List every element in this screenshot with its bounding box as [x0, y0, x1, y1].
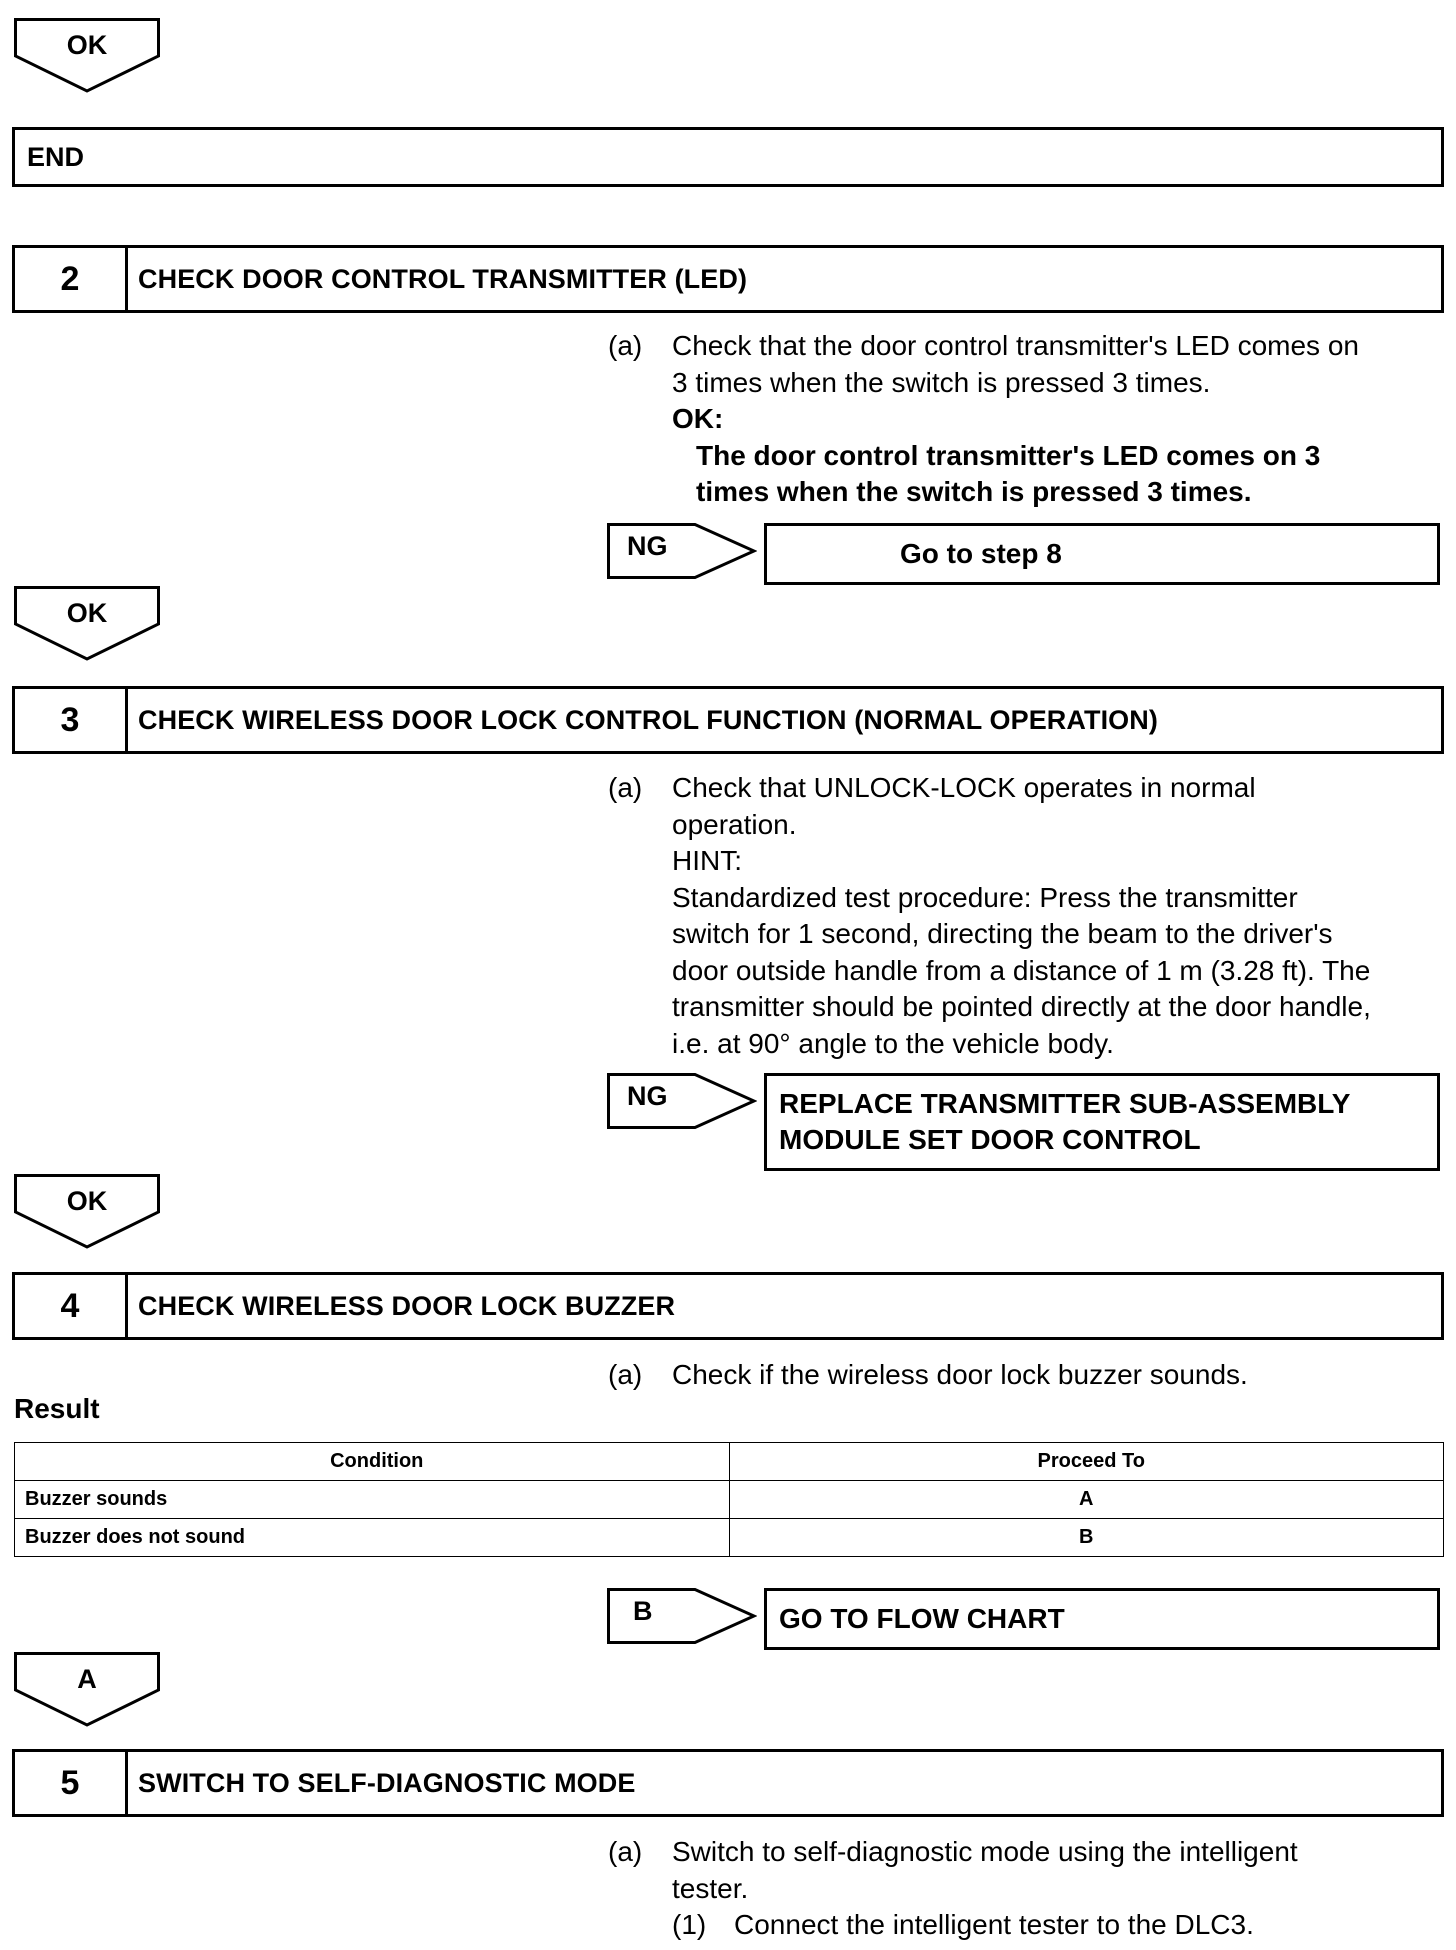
ok-result-arrow: OK — [14, 1174, 160, 1249]
instruction-line: tester. — [672, 1872, 749, 1904]
step-number: 2 — [15, 248, 128, 310]
b-action-text: GO TO FLOW CHART — [779, 1603, 1065, 1634]
ng-label: NG — [627, 531, 668, 561]
step-5-header: 5 SWITCH TO SELF-DIAGNOSTIC MODE — [12, 1749, 1444, 1817]
step-number: 5 — [15, 1752, 128, 1814]
instruction-line: operation. — [672, 808, 797, 840]
hint-line: Standardized test procedure: Press the t… — [672, 881, 1298, 913]
hint-line: transmitter should be pointed directly a… — [672, 991, 1371, 1022]
column-header: Condition — [14, 1442, 730, 1481]
step-3-instruction: (a) Check that UNLOCK-LOCK operates in n… — [608, 770, 1448, 1070]
end-label: END — [27, 141, 85, 172]
ok-result-arrow: OK — [14, 586, 160, 661]
column-header: Proceed To — [728, 1442, 1444, 1481]
step-5-instruction: (a) Switch to self-diagnostic mode using… — [608, 1834, 1448, 1948]
step-title: CHECK WIRELESS DOOR LOCK BUZZER — [138, 1290, 676, 1321]
hint-line: i.e. at 90° angle to the vehicle body. — [672, 1027, 1114, 1059]
result-table: Condition Proceed To Buzzer sounds A Buz… — [14, 1442, 1444, 1557]
table-header-row: Condition Proceed To — [14, 1442, 1444, 1481]
end-box: END — [12, 127, 1444, 187]
item-marker: (a) — [608, 330, 643, 361]
result-heading: Result — [14, 1393, 100, 1424]
sub-item-line: Connect the intelligent tester to the DL… — [734, 1909, 1254, 1940]
ng-arrow: NG — [607, 1073, 757, 1129]
ok-result-arrow: OK — [14, 18, 160, 93]
sub-item-marker: (1) — [672, 1909, 707, 1940]
b-result-arrow: B — [607, 1588, 757, 1644]
instruction-line: Switch to self-diagnostic mode using the… — [672, 1836, 1298, 1867]
instruction-line: Check that the door control transmitter'… — [672, 330, 1359, 361]
ng-action-text: MODULE SET DOOR CONTROL — [779, 1124, 1201, 1155]
hint-label: HINT: — [672, 845, 742, 876]
step-4-instruction: (a) Check if the wireless door lock buzz… — [608, 1357, 1448, 1397]
ng-action-text: REPLACE TRANSMITTER SUB-ASSEMBLY — [779, 1088, 1351, 1119]
step-2-header: 2 CHECK DOOR CONTROL TRANSMITTER (LED) — [12, 245, 1444, 313]
item-marker: (a) — [608, 772, 643, 803]
step-3-header: 3 CHECK WIRELESS DOOR LOCK CONTROL FUNCT… — [12, 686, 1444, 754]
proceed-cell: B — [728, 1518, 1444, 1557]
step-number: 4 — [15, 1275, 128, 1337]
ng-action-text: Go to step 8 — [900, 538, 1062, 569]
step-title: CHECK WIRELESS DOOR LOCK CONTROL FUNCTIO… — [138, 704, 1158, 735]
step-title: SWITCH TO SELF-DIAGNOSTIC MODE — [138, 1767, 636, 1798]
ok-label: OK — [66, 598, 108, 628]
ok-criteria-line: The door control transmitter's LED comes… — [696, 439, 1321, 471]
condition-cell: Buzzer sounds — [14, 1480, 730, 1519]
ok-criteria-line: times when the switch is pressed 3 times… — [696, 476, 1252, 507]
proceed-cell: A — [728, 1480, 1444, 1519]
instruction-line: Check if the wireless door lock buzzer s… — [672, 1359, 1248, 1390]
table-row: Buzzer does not sound B — [14, 1518, 1444, 1557]
b-action-box: GO TO FLOW CHART — [764, 1588, 1440, 1650]
hint-line: door outside handle from a distance of 1… — [672, 954, 1371, 986]
ng-action-box: Go to step 8 — [764, 523, 1440, 585]
item-marker: (a) — [608, 1359, 643, 1390]
table-row: Buzzer sounds A — [14, 1480, 1444, 1519]
ng-arrow: NG — [607, 523, 757, 579]
a-result-arrow: A — [14, 1652, 160, 1727]
ok-criteria-label: OK: — [672, 403, 724, 434]
step-number: 3 — [15, 689, 128, 751]
ok-label: OK — [66, 1186, 108, 1216]
hint-line: switch for 1 second, directing the beam … — [672, 918, 1333, 949]
instruction-line: Check that UNLOCK-LOCK operates in norma… — [672, 772, 1256, 803]
step-title: CHECK DOOR CONTROL TRANSMITTER (LED) — [138, 263, 748, 294]
step-2-instruction: (a) Check that the door control transmit… — [608, 328, 1448, 518]
a-label: A — [77, 1664, 97, 1694]
item-marker: (a) — [608, 1836, 643, 1867]
ok-label: OK — [66, 30, 108, 60]
condition-cell: Buzzer does not sound — [14, 1518, 730, 1557]
step-4-header: 4 CHECK WIRELESS DOOR LOCK BUZZER — [12, 1272, 1444, 1340]
ng-label: NG — [627, 1081, 668, 1111]
b-label: B — [633, 1596, 653, 1626]
ng-action-box: REPLACE TRANSMITTER SUB-ASSEMBLY MODULE … — [764, 1073, 1440, 1171]
instruction-line: 3 times when the switch is pressed 3 tim… — [672, 366, 1211, 398]
